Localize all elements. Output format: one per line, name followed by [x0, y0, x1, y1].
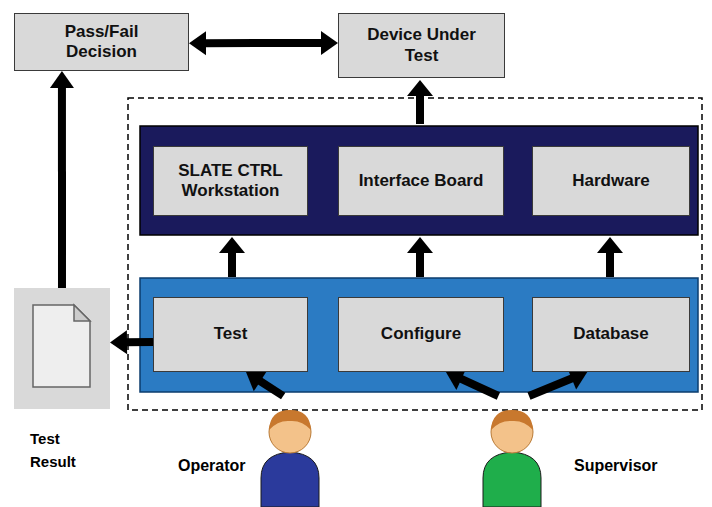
arrow-shaft	[58, 86, 66, 288]
person-hair	[269, 410, 311, 430]
hardware-box: Hardware	[532, 146, 690, 216]
document-icon: Test Result	[14, 288, 110, 409]
arrow-head	[246, 371, 267, 391]
connector-arrow	[110, 330, 153, 354]
box-label: Test	[214, 324, 248, 344]
software-layer-band	[140, 278, 698, 392]
arrow-shaft	[228, 251, 236, 277]
arrow-shaft	[606, 251, 614, 277]
document-fold	[74, 305, 90, 321]
person-body	[483, 452, 541, 507]
arrow-shaft	[416, 251, 424, 277]
decision-box: Pass/Fail Decision	[14, 13, 189, 71]
person-label: Supervisor	[574, 454, 658, 478]
box-label: Database	[573, 324, 649, 344]
system-boundary	[128, 98, 702, 410]
device-box: Device Under Test	[338, 13, 505, 78]
arrow-head	[189, 31, 206, 55]
arrow-head	[219, 237, 245, 253]
document-label: Test Result	[30, 428, 100, 473]
software-box: Configure	[338, 297, 504, 372]
arrow-shaft	[529, 378, 573, 396]
person-figure	[256, 396, 324, 507]
arrow-shaft	[125, 338, 153, 346]
hardware-layer-band	[140, 126, 698, 235]
person-head	[269, 411, 311, 453]
software-box: Test	[153, 297, 308, 372]
arrow-shaft	[416, 94, 424, 124]
arrow-head	[407, 80, 433, 96]
person-figure	[478, 396, 546, 507]
arrow-head	[407, 237, 433, 253]
arrow-shaft	[460, 378, 499, 396]
hardware-box: SLATE CTRL Workstation	[153, 146, 308, 216]
box-label: Device Under Test	[359, 25, 484, 66]
box-label: Pass/Fail Decision	[47, 22, 157, 63]
arrow-head	[50, 71, 74, 88]
document-page	[33, 305, 90, 387]
person-icon: Operator	[256, 396, 324, 507]
person-head	[491, 411, 533, 453]
arrow-shaft	[259, 380, 284, 396]
box-label: Hardware	[572, 171, 649, 191]
person-body	[261, 452, 319, 507]
box-label: Configure	[381, 324, 461, 344]
connector-arrow	[50, 71, 74, 288]
box-label: SLATE CTRL Workstation	[166, 161, 296, 202]
connector-arrow	[189, 31, 338, 55]
box-label: Interface Board	[359, 171, 484, 191]
person-icon: Supervisor	[478, 396, 546, 507]
arrow-head	[597, 237, 623, 253]
hardware-box: Interface Board	[338, 146, 504, 216]
person-hair	[491, 410, 533, 430]
connector-arrow	[246, 371, 283, 396]
person-label: Operator	[178, 454, 246, 478]
connector-arrow	[446, 368, 499, 396]
arrow-head	[110, 330, 127, 354]
software-box: Database	[532, 297, 690, 372]
arrow-head	[321, 31, 338, 55]
arrow-shaft	[204, 39, 323, 47]
document-figure	[14, 288, 110, 409]
